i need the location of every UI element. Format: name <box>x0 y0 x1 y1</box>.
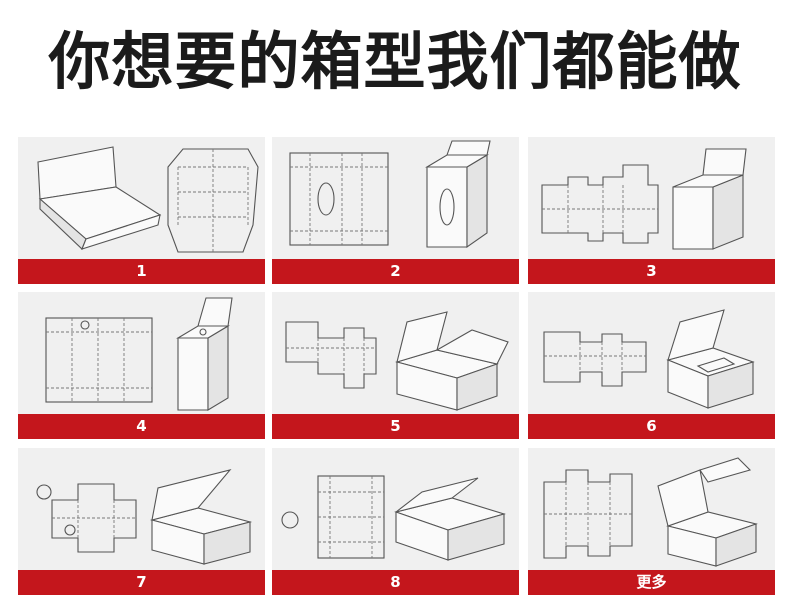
page-title: 你想要的箱型我们都能做 <box>48 25 742 98</box>
box-type-label-2: 2 <box>272 259 519 284</box>
box-type-card-8[interactable]: 8 <box>272 448 519 595</box>
box-type-label-3: 3 <box>528 259 775 284</box>
box-type-card-3[interactable]: 3 <box>528 137 775 284</box>
box-type-card-2[interactable]: 2 <box>272 137 519 284</box>
box-diagram-2 <box>272 137 519 259</box>
box-type-card-6[interactable]: 6 <box>528 292 775 439</box>
box-type-card-1[interactable]: 1 <box>18 137 265 284</box>
box-diagram-4 <box>18 292 265 414</box>
box-diagram-1 <box>18 137 265 259</box>
box-diagram-8 <box>272 448 519 570</box>
box-type-label-7: 7 <box>18 570 265 595</box>
box-type-label-4: 4 <box>18 414 265 439</box>
box-diagram-more <box>528 448 775 570</box>
box-type-card-more[interactable]: 更多 <box>528 448 775 595</box>
box-type-card-4[interactable]: 4 <box>18 292 265 439</box>
box-diagram-3 <box>528 137 775 259</box>
box-type-label-8: 8 <box>272 570 519 595</box>
box-diagram-6 <box>528 292 775 414</box>
box-diagram-7 <box>18 448 265 570</box>
box-type-card-7[interactable]: 7 <box>18 448 265 595</box>
box-type-card-5[interactable]: 5 <box>272 292 519 439</box>
box-type-label-5: 5 <box>272 414 519 439</box>
box-type-label-1: 1 <box>18 259 265 284</box>
box-type-label-more: 更多 <box>528 570 775 595</box>
box-type-label-6: 6 <box>528 414 775 439</box>
box-diagram-5 <box>272 292 519 414</box>
